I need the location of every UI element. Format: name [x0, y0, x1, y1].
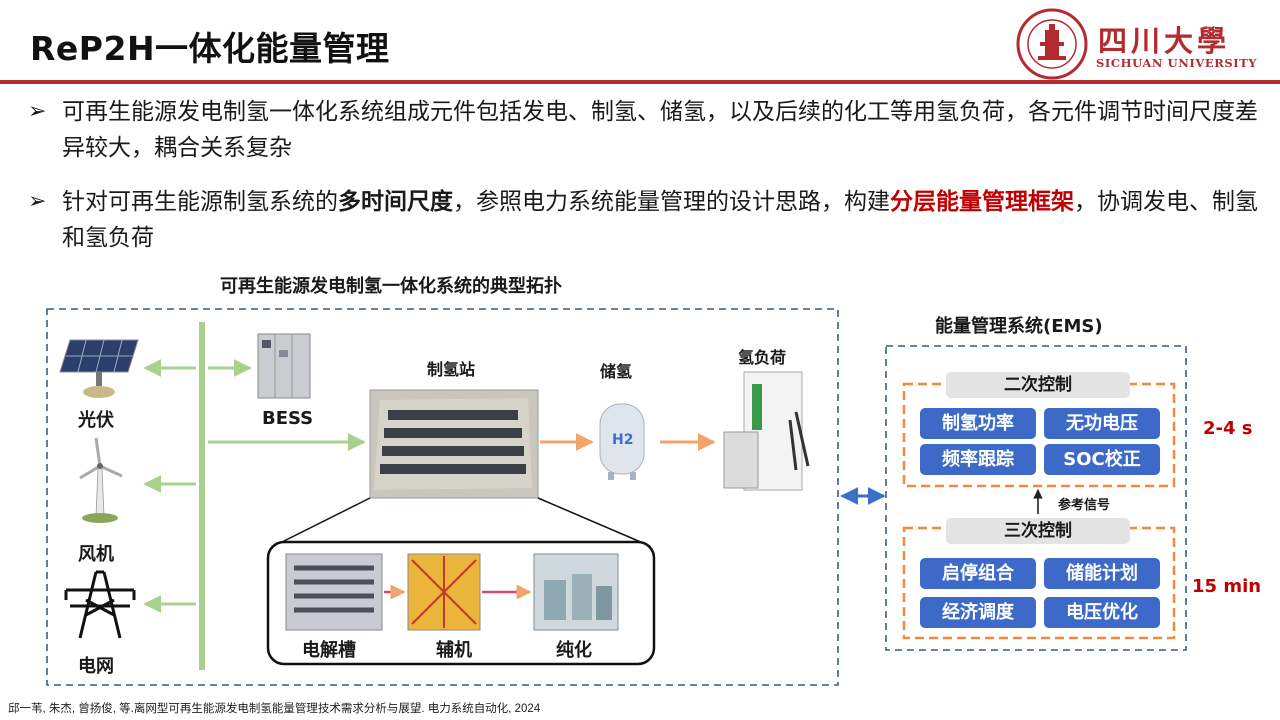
ems-item-frequency-tracking: 频率跟踪	[920, 444, 1036, 475]
university-name-cn: 四川大學	[1098, 24, 1231, 58]
ems-frame	[885, 345, 1187, 651]
hydrogen-dispenser-icon	[723, 371, 810, 491]
bullet-text: 针对可再生能源制氢系统的多时间尺度，参照电力系统能量管理的设计思路，构建分层能量…	[62, 184, 1258, 256]
hydrogen-station-image	[369, 389, 539, 499]
tertiary-time-scale: 15 min	[1192, 576, 1262, 597]
purification-label: 纯化	[556, 640, 592, 661]
station-label: 制氢站	[427, 360, 476, 379]
solar-panel-icon	[59, 339, 139, 398]
bullet-text-part: ，参照电力系统能量管理的设计思路，构建	[453, 189, 890, 215]
bess-label: BESS	[262, 408, 314, 429]
highlight-text: 分层能量管理框架	[890, 189, 1074, 215]
electrolyzer-label: 电解槽	[302, 640, 356, 661]
citation-text: 邱一苇, 朱杰, 曾扬俊, 等.离网型可再生能源发电制氢能量管理技术需求分析与展…	[8, 703, 541, 715]
page-title: ReP2H一体化能量管理	[30, 29, 390, 68]
auxiliary-equipment-image	[407, 553, 481, 631]
university-seal-logo	[1016, 8, 1088, 80]
bullet-point-2: ➢ 针对可再生能源制氢系统的多时间尺度，参照电力系统能量管理的设计思路，构建分层…	[28, 184, 1258, 256]
ems-item-economic-dispatch: 经济调度	[920, 597, 1036, 628]
ems-item-voltage-optimization: 电压优化	[1044, 597, 1160, 628]
zoom-line-right	[537, 497, 651, 547]
arrow-bullet-icon: ➢	[28, 99, 47, 124]
ems-item-reactive-voltage: 无功电压	[1044, 408, 1160, 439]
hydrogen-tank-icon	[599, 403, 645, 480]
power-tower-icon	[64, 570, 136, 639]
secondary-control-header: 二次控制	[946, 372, 1130, 398]
ems-item-unit-commitment: 启停组合	[920, 558, 1036, 589]
grid-label: 电网	[78, 656, 114, 677]
electrolyzer-image	[285, 553, 383, 631]
bullet-text: 可再生能源发电制氢一体化系统组成元件包括发电、制氢、储氢，以及后续的化工等用氢负…	[62, 99, 1258, 161]
emphasis-text: 多时间尺度	[338, 189, 453, 215]
storage-label: 储氢	[600, 362, 633, 381]
ems-item-soc-correction: SOC校正	[1044, 444, 1160, 475]
h2-symbol: H2	[612, 432, 634, 448]
bullet-text-part: 针对可再生能源制氢系统的	[62, 189, 338, 215]
bess-cabinet-icon	[257, 333, 311, 399]
zoom-line-left	[273, 497, 371, 547]
load-label: 氢负荷	[738, 348, 787, 367]
ems-title: 能量管理系统(EMS)	[935, 316, 1103, 337]
reference-signal-label: 参考信号	[1058, 498, 1111, 513]
secondary-time-scale: 2-4 s	[1203, 418, 1253, 439]
topology-title: 可再生能源发电制氢一体化系统的典型拓扑	[220, 276, 562, 297]
pv-label: 光伏	[78, 410, 114, 431]
title-divider	[0, 80, 1280, 84]
purification-image	[533, 553, 619, 631]
bullet-point-1: ➢ 可再生能源发电制氢一体化系统组成元件包括发电、制氢、储氢，以及后续的化工等用…	[28, 94, 1258, 166]
auxiliary-label: 辅机	[436, 640, 472, 661]
topology-frame	[46, 308, 839, 686]
ems-item-hydrogen-power: 制氢功率	[920, 408, 1036, 439]
bullet-text-part: ，协调发电、制氢和氢负荷	[62, 189, 1258, 251]
wind-turbine-icon	[79, 437, 123, 523]
wind-label: 风机	[78, 544, 114, 565]
university-name-en: SICHUAN UNIVERSITY	[1096, 56, 1258, 70]
tertiary-control-header: 三次控制	[946, 518, 1130, 544]
ems-item-storage-plan: 储能计划	[1044, 558, 1160, 589]
arrow-bullet-icon: ➢	[28, 189, 47, 214]
